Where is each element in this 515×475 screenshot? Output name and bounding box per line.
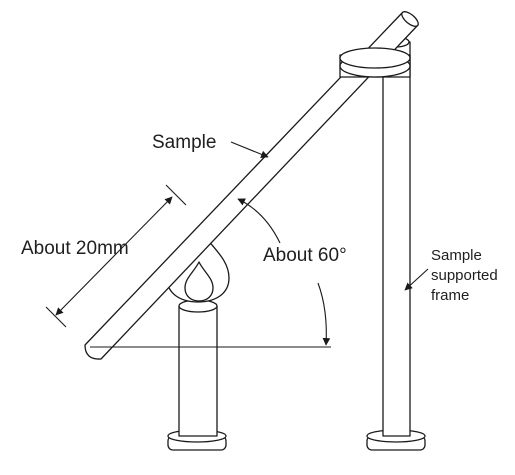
frame-leader-arrow	[404, 268, 429, 291]
clamp-ring	[339, 47, 411, 78]
frame-label-line3: frame	[431, 287, 469, 304]
length-dimension-line	[55, 196, 173, 316]
burner-tube	[178, 305, 218, 437]
sample-label: Sample	[152, 132, 216, 153]
sample-leader-arrow	[230, 141, 269, 158]
frame-pole	[382, 41, 411, 437]
frame-label-line2: supported	[431, 267, 498, 284]
support-frame	[366, 36, 426, 451]
frame-label-line1: Sample	[431, 247, 482, 264]
length-tick-upper	[165, 184, 187, 206]
angle-arc-lower	[317, 282, 331, 346]
burner	[167, 299, 227, 451]
length-label: About 20mm	[21, 238, 129, 259]
angle-label: About 60°	[263, 245, 347, 266]
angle-arc-upper	[237, 198, 281, 244]
length-tick-lower	[45, 306, 67, 328]
